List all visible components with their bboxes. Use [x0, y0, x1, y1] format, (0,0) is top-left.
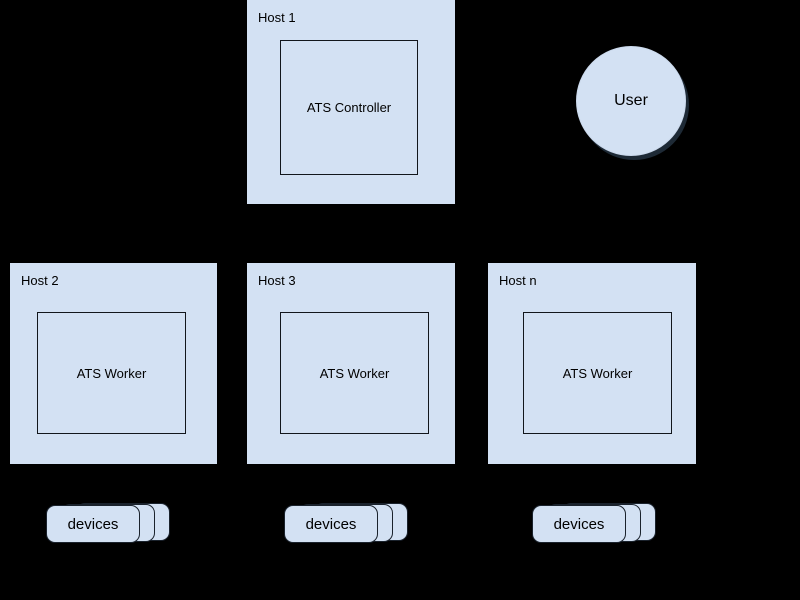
user-circle[interactable]: User [576, 46, 686, 156]
component-label-ats-controller: ATS Controller [306, 100, 392, 115]
devices-label-host-3: devices [305, 515, 357, 533]
host-label-host-n: Host n [499, 273, 537, 288]
host-box-host-1[interactable]: Host 1 ATS Controller [247, 0, 455, 204]
devices-label-host-n: devices [553, 515, 605, 533]
host-box-host-3[interactable]: Host 3 ATS Worker [247, 263, 455, 464]
devices-sheet-front[interactable]: devices [46, 505, 140, 543]
host-label-host-3: Host 3 [258, 273, 296, 288]
component-box-ats-controller[interactable]: ATS Controller [280, 40, 418, 175]
component-label-ats-worker-host-3: ATS Worker [319, 365, 390, 381]
component-label-ats-worker-host-n: ATS Worker [562, 365, 633, 381]
component-label-ats-worker-host-2: ATS Worker [76, 365, 147, 381]
component-box-ats-worker-host-n[interactable]: ATS Worker [523, 312, 672, 434]
component-box-ats-worker-host-2[interactable]: ATS Worker [37, 312, 186, 434]
devices-label-host-2: devices [67, 515, 119, 533]
host-label-host-2: Host 2 [21, 273, 59, 288]
devices-sheet-front[interactable]: devices [284, 505, 378, 543]
user-label: User [614, 92, 648, 109]
devices-stack-host-2[interactable]: devices [46, 503, 170, 545]
component-box-ats-worker-host-3[interactable]: ATS Worker [280, 312, 429, 434]
user-node[interactable]: User [576, 46, 689, 160]
host-box-host-n[interactable]: Host n ATS Worker [488, 263, 696, 464]
devices-stack-host-n[interactable]: devices [532, 503, 656, 545]
devices-stack-host-3[interactable]: devices [284, 503, 408, 545]
devices-sheet-front[interactable]: devices [532, 505, 626, 543]
host-box-host-2[interactable]: Host 2 ATS Worker [10, 263, 217, 464]
host-label-host-1: Host 1 [258, 10, 296, 25]
